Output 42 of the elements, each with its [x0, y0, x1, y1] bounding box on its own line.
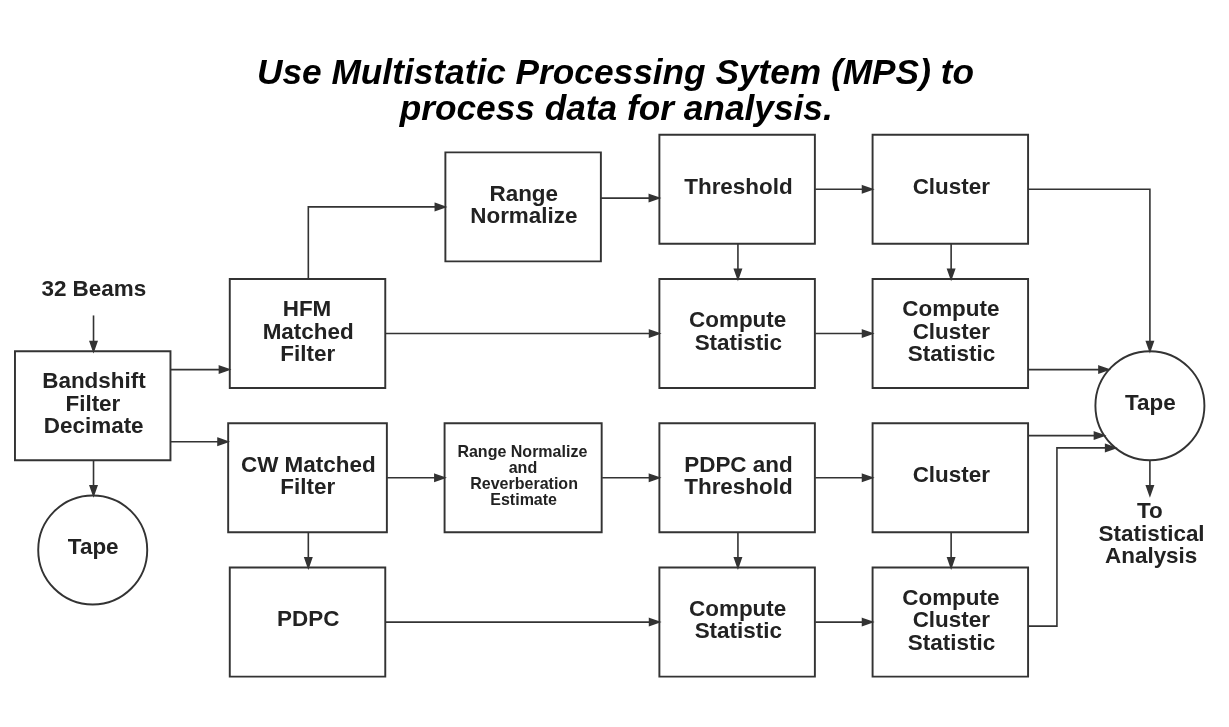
- node-circle: Tape: [37, 494, 149, 605]
- node-box: Bandshift Filter Decimate: [14, 349, 172, 461]
- arrow: [814, 472, 875, 482]
- arrow: [89, 458, 98, 498]
- arrow: [600, 193, 662, 203]
- node-box: Compute Cluster Statistic: [871, 566, 1030, 678]
- arrow: [946, 242, 956, 281]
- arrow: [1027, 430, 1107, 440]
- arrow: [170, 364, 232, 374]
- arrow: [303, 531, 313, 570]
- node-box: PDPC and Threshold: [658, 421, 816, 533]
- diagram-title: Use Multistatic Processing Sytem (MPS) to process data for analysis.: [257, 51, 974, 127]
- arrow: [814, 328, 875, 338]
- node-box: Cluster: [871, 421, 1030, 533]
- arrow: [384, 617, 662, 627]
- arrow: [946, 531, 956, 570]
- node-box: PDPC: [228, 566, 387, 678]
- arrow: [307, 201, 448, 279]
- node-box: Compute Cluster Statistic: [871, 277, 1030, 389]
- arrow: [733, 242, 743, 281]
- node-text: To Statistical Analysis: [1098, 497, 1205, 568]
- arrow: [170, 436, 231, 446]
- arrow: [386, 472, 447, 482]
- arrow: [601, 472, 662, 482]
- node-text: 32 Beams: [41, 275, 147, 301]
- node-box: Cluster: [871, 133, 1030, 245]
- arrow: [1027, 187, 1155, 353]
- node-box: Compute Statistic: [658, 566, 816, 678]
- node-box: Range Normalize: [444, 150, 602, 262]
- node-box: Range Normalize and Reverberation Estimate: [443, 421, 603, 533]
- arrow: [384, 328, 662, 338]
- node-box: Threshold: [658, 133, 816, 245]
- arrow: [814, 184, 875, 194]
- arrow: [733, 531, 743, 570]
- arrow: [1027, 442, 1118, 627]
- arrow: [1145, 459, 1155, 498]
- arrow: [89, 314, 98, 354]
- arrow: [814, 617, 875, 627]
- node-box: HFM Matched Filter: [228, 277, 387, 389]
- node-box: Compute Statistic: [658, 277, 816, 389]
- arrow: [1027, 364, 1111, 374]
- node-box: CW Matched Filter: [227, 421, 388, 533]
